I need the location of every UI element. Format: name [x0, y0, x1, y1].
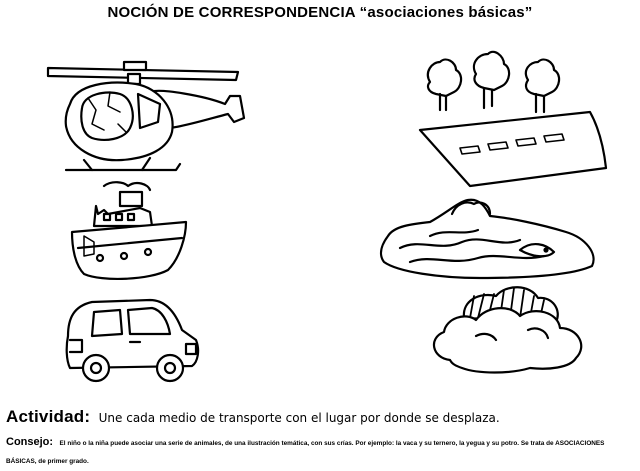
activity-label: Actividad: [6, 407, 91, 426]
advice-label: Consejo: [6, 436, 54, 448]
ship-icon[interactable] [70, 181, 188, 281]
sea-waves-icon[interactable] [379, 198, 595, 280]
car-icon[interactable] [65, 298, 200, 383]
activity-text: Une cada medio de transporte con el luga… [98, 411, 500, 425]
helicopter-icon[interactable] [46, 60, 246, 172]
clouds-icon[interactable] [433, 286, 583, 374]
road-with-trees-icon[interactable] [418, 50, 608, 188]
title-subtitle: “asociaciones básicas” [359, 4, 533, 21]
title-main: NOCIÓN DE CORRESPONDENCIA [107, 4, 356, 21]
advice-text: El niño o la niña puede asociar una seri… [6, 440, 605, 465]
page-title: NOCIÓN DE CORRESPONDENCIA “asociaciones … [0, 4, 640, 21]
advice-note: Consejo: El niño o la niña puede asociar… [6, 432, 634, 468]
activity-instruction: Actividad: Une cada medio de transporte … [6, 407, 500, 427]
